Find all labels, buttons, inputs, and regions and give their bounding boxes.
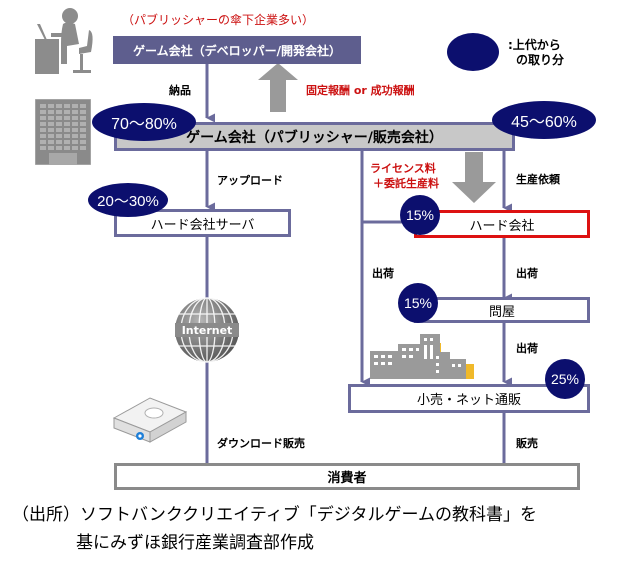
building-window: [80, 122, 86, 126]
building-window: [40, 128, 46, 132]
game-console-icon: [112, 397, 188, 443]
building-window: [40, 134, 46, 138]
building-window: [56, 116, 62, 120]
building-window: [40, 146, 46, 150]
label-license-line2: ＋委託生産料: [373, 177, 439, 190]
building-window: [80, 116, 86, 120]
hardware-server-label: ハード会社サーバ: [150, 217, 255, 233]
building-window: [48, 116, 54, 120]
legend-oval-icon: [447, 33, 499, 71]
label-download-sales: ダウンロード販売: [217, 437, 305, 450]
publisher-building-icon: [35, 99, 91, 165]
hardware-company-label: ハード会社: [469, 218, 535, 234]
building-window: [48, 122, 54, 126]
building-window: [64, 110, 70, 114]
building-window: [40, 110, 46, 114]
building-window: [56, 134, 62, 138]
building-window: [64, 140, 70, 144]
building-window: [72, 104, 78, 108]
building-window: [72, 128, 78, 132]
building-window: [80, 146, 86, 150]
building-window: [48, 140, 54, 144]
label-sales: 販売: [516, 437, 538, 450]
share-oval-publisher-left: 70〜80%: [92, 103, 196, 141]
wholesaler-label: 問屋: [488, 304, 515, 320]
share-oval-wholesaler: 15%: [398, 283, 438, 323]
building-window: [80, 128, 86, 132]
building-window: [72, 140, 78, 144]
building-window: [64, 122, 70, 126]
building-window: [64, 128, 70, 132]
building-window: [48, 134, 54, 138]
label-ship-left: 出荷: [372, 267, 394, 280]
building-window: [48, 104, 54, 108]
label-license-line1: ライセンス料: [370, 162, 436, 175]
share-oval-hardware-server: 20〜30%: [88, 183, 168, 217]
legend-text-line1: :上代から: [508, 38, 561, 52]
internet-globe-icon: Internet: [175, 297, 239, 363]
building-window: [80, 134, 86, 138]
building-window: [56, 128, 62, 132]
label-delivery: 納品: [169, 84, 191, 97]
building-window: [64, 134, 70, 138]
internet-label: Internet: [182, 324, 233, 337]
developer-person-icon: [35, 8, 93, 74]
building-window: [80, 140, 86, 144]
publisher-label: ゲーム会社（パブリッシャー/販売会社）: [186, 129, 443, 146]
label-upload: アップロード: [217, 174, 283, 187]
building-window: [80, 104, 86, 108]
label-production-request: 生産依頼: [516, 173, 560, 186]
building-window: [48, 146, 54, 150]
consumer-box: 消費者: [114, 463, 580, 490]
building-window: [40, 104, 46, 108]
building-window: [72, 116, 78, 120]
developer-box: ゲーム会社（デベロッパー/開発会社）: [113, 36, 361, 64]
consumer-label: 消費者: [327, 471, 367, 486]
fee-up-arrow: [258, 63, 298, 112]
building-window: [64, 116, 70, 120]
hardware-company-box: ハード会社: [414, 210, 590, 238]
building-window: [64, 146, 70, 150]
building-window: [48, 110, 54, 114]
share-oval-publisher-right: 45〜60%: [492, 101, 596, 139]
building-window: [48, 128, 54, 132]
license-down-arrow: [452, 152, 496, 203]
source-caption-line1: （出所）ソフトバンククリエイティブ「デジタルゲームの教科書」を: [12, 505, 537, 525]
developer-label: ゲーム会社（デベロッパー/開発会社）: [132, 43, 342, 58]
building-window: [56, 146, 62, 150]
building-window: [56, 104, 62, 108]
building-window: [40, 116, 46, 120]
building-window: [72, 110, 78, 114]
building-window: [72, 134, 78, 138]
building-window: [56, 122, 62, 126]
retail-buildings-icon: [370, 334, 474, 379]
legend-text: :上代から の取り分: [508, 38, 564, 68]
legend-text-line2: の取り分: [516, 53, 565, 67]
label-ship-right2: 出荷: [516, 342, 538, 355]
label-ship-right1: 出荷: [516, 267, 538, 280]
building-window: [72, 146, 78, 150]
building-window: [56, 110, 62, 114]
building-window: [40, 122, 46, 126]
building-window: [72, 122, 78, 126]
building-window: [40, 140, 46, 144]
header-note: （パブリッシャーの傘下企業多い）: [122, 13, 315, 27]
share-oval-retail: 25%: [545, 359, 585, 399]
wholesaler-box: 問屋: [414, 297, 590, 323]
retail-label: 小売・ネット通販: [416, 393, 521, 408]
label-fee: 固定報酬 or 成功報酬: [306, 84, 415, 97]
label-license: ライセンス料 ＋委託生産料: [370, 161, 439, 191]
building-window: [64, 104, 70, 108]
publisher-box: ゲーム会社（パブリッシャー/販売会社）: [114, 122, 515, 151]
building-window: [56, 140, 62, 144]
source-caption-line2: 基にみずほ銀行産業調査部作成: [76, 533, 314, 553]
share-oval-hardware-company: 15%: [400, 195, 440, 235]
building-window: [80, 110, 86, 114]
